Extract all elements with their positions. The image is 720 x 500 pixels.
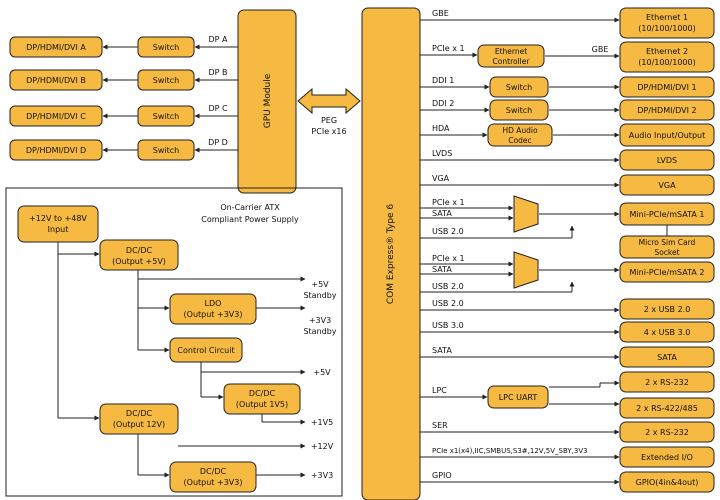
peg-label: PEG <box>321 116 337 125</box>
sata-a-label: SATA <box>432 209 452 218</box>
power-title-1: On-Carrier ATX <box>220 203 280 212</box>
switch1-label: Switch <box>506 83 532 92</box>
right-interfaces: GBE Ethernet 1 (10/100/1000) PCIe x 1 Et… <box>420 7 715 493</box>
vga-label: VGA <box>658 181 676 190</box>
rail-3v3-standby-1: +3V3 <box>309 316 331 325</box>
rs232b-label: 2 x RS-232 <box>645 428 689 437</box>
rail-12v: +12V <box>311 442 334 451</box>
eth2-1: Ethernet 2 <box>646 47 688 56</box>
dcdc12v-1: DC/DC <box>126 409 153 418</box>
control-circuit: Control Circuit <box>177 346 234 355</box>
rail-1v5: +1V5 <box>311 418 333 427</box>
rail-5v-standby-1: +5V <box>311 280 329 289</box>
dp-switch-label: Switch <box>153 43 179 52</box>
ext-label: Extended I/O <box>641 453 693 462</box>
com-express-label: COM Express® Type 6 <box>386 204 396 305</box>
lvds-sig-label: LVDS <box>432 149 452 158</box>
gpio-sig-label: GPIO <box>432 471 452 480</box>
gbe-label: GBE <box>432 9 449 18</box>
mini-pcie2-label: Mini-PCIe/mSATA 2 <box>630 268 705 277</box>
dp-out-label: DP/HDMI/DVI D <box>26 146 86 155</box>
rail-5v-standby-2: Standby <box>303 291 336 300</box>
rail-5v: +5V <box>313 368 331 377</box>
dp-output-b: DP/HDMI/DVI B Switch DP B <box>9 68 238 91</box>
ddi2-label: DDI 2 <box>432 99 454 108</box>
usb2x-label: 2 x USB 2.0 <box>644 305 691 314</box>
power-input-1: +12V to +48V <box>29 214 87 223</box>
dp2-label: DP/HDMI/DVI 2 <box>637 106 696 115</box>
sata-label: SATA <box>657 353 677 362</box>
lpc-uart-label: LPC UART <box>499 393 538 402</box>
rail-3v3: +3V3 <box>311 471 333 480</box>
vga-sig-label: VGA <box>432 174 450 183</box>
dp-switch-label: Switch <box>153 146 179 155</box>
gpio-label: GPIO(4in&4out) <box>636 478 699 487</box>
sim-2: Socket <box>654 248 679 257</box>
dp-switch-label: Switch <box>153 76 179 85</box>
switch2-label: Switch <box>506 106 532 115</box>
eth-ctrl-1: Ethernet <box>495 47 527 56</box>
ser-label: SER <box>432 421 448 430</box>
usb20-b-label: USB 2.0 <box>432 282 464 291</box>
sata-sig-label: SATA <box>432 346 452 355</box>
dcdc3v3-1: DC/DC <box>200 467 227 476</box>
dp-out-label: DP/HDMI/DVI C <box>26 112 86 121</box>
power-input-2: Input <box>48 225 69 234</box>
dcdc5v-1: DC/DC <box>126 246 153 255</box>
dp-port-label: DP B <box>208 68 227 77</box>
dp-out-label: DP/HDMI/DVI A <box>26 43 86 52</box>
pcie-x1-eth-label: PCIe x 1 <box>432 44 465 53</box>
power-title-2: Compliant Power Supply <box>201 215 299 224</box>
eth-ctrl-2: Controller <box>493 57 531 66</box>
dcdc1v5-1: DC/DC <box>249 389 276 398</box>
dcdc1v5-2: (Output 1V5) <box>236 400 288 409</box>
dp-output-a: DP/HDMI/DVI A Switch DP A <box>9 35 238 58</box>
dp-port-label: DP C <box>208 104 228 113</box>
dcdc5v-2: (Output +5V) <box>112 257 166 266</box>
power-supply: On-Carrier ATX Compliant Power Supply +1… <box>5 187 343 497</box>
peg-link: PEG PCIe x16 <box>297 87 361 136</box>
dp-out-label: DP/HDMI/DVI B <box>26 76 86 85</box>
hd-codec-2: Codec <box>508 136 531 145</box>
ldo-1: LDO <box>205 299 222 308</box>
dp1-label: DP/HDMI/DVI 1 <box>637 83 696 92</box>
rs232a-label: 2 x RS-232 <box>645 378 689 387</box>
usb20-c-label: USB 2.0 <box>432 299 464 308</box>
dp-output-d: DP/HDMI/DVI D Switch DP D <box>9 138 238 161</box>
ldo-2: (Output +3V3) <box>184 310 243 319</box>
rs422-label: 2 x RS-422/485 <box>636 404 698 413</box>
eth1-2: (10/100/1000) <box>638 24 695 33</box>
dp-port-label: DP D <box>208 138 228 147</box>
gbe2-label: GBE <box>592 45 609 54</box>
ddi1-label: DDI 1 <box>432 76 454 85</box>
dp-port-label: DP A <box>209 35 229 44</box>
pcie-x1-b-label: PCIe x 1 <box>432 254 465 263</box>
dp-output-c: DP/HDMI/DVI C Switch DP C <box>9 104 238 127</box>
hda-label: HDA <box>432 124 450 133</box>
lpc-label: LPC <box>432 386 447 395</box>
usb3x-label: 4 x USB 3.0 <box>644 328 691 337</box>
mini-pcie1-label: Mini-PCIe/mSATA 1 <box>630 210 705 219</box>
dp-switch-label: Switch <box>153 112 179 121</box>
hd-codec-1: HD Audio <box>502 126 538 135</box>
dcdc12v-2: (Output 12V) <box>113 420 165 429</box>
ext-sig-label: PCIe x1(x4),IIC,SMBUS,S3#,12V,5V_SBY,3V3 <box>432 447 588 455</box>
usb30-label: USB 3.0 <box>432 321 464 330</box>
usb20-a-label: USB 2.0 <box>432 227 464 236</box>
audio-label: Audio Input/Output <box>629 131 705 140</box>
eth2-2: (10/100/1000) <box>638 58 695 67</box>
gpu-module-label: GPU Module <box>263 73 273 128</box>
gpu-module: GPU Module <box>237 9 297 194</box>
pcie-x1-a-label: PCIe x 1 <box>432 198 465 207</box>
com-express-module: COM Express® Type 6 <box>361 7 421 500</box>
peg-pcie-label: PCIe x16 <box>311 127 346 136</box>
dcdc3v3-2: (Output +3V3) <box>184 478 243 487</box>
sim-1: Micro Sim Card <box>639 238 696 247</box>
eth1-1: Ethernet 1 <box>646 13 688 22</box>
rail-3v3-standby-2: Standby <box>303 327 336 336</box>
lvds-label: LVDS <box>657 156 677 165</box>
sata-b-label: SATA <box>432 265 452 274</box>
